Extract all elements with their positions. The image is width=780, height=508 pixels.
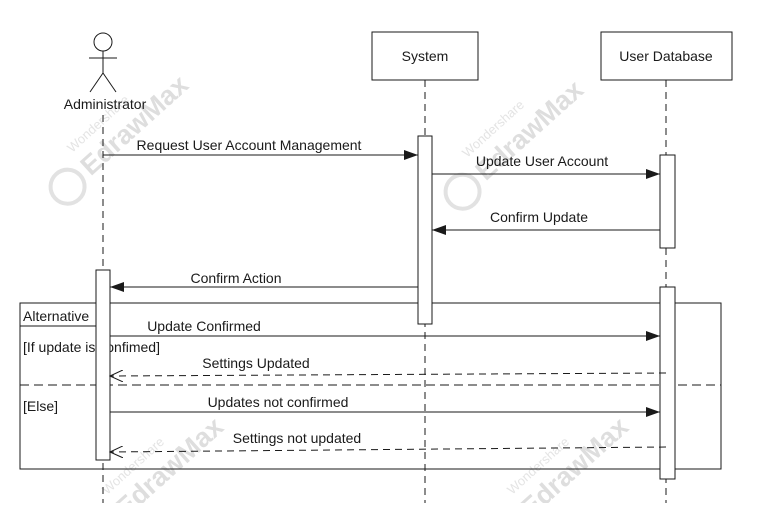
message-updates-not-confirmed: Updates not confirmed	[110, 394, 660, 417]
participant-user-database-label: User Database	[619, 48, 713, 64]
message-settings-updated: Settings Updated	[110, 355, 667, 376]
message-label: Settings Updated	[202, 355, 309, 371]
watermark-3: EdrawMax Wondershare	[99, 411, 229, 508]
message-request-user-account-management: Request User Account Management	[103, 137, 418, 160]
watermark-logo-icon	[443, 172, 482, 211]
activation-system	[417, 135, 433, 325]
message-label: Request User Account Management	[137, 137, 362, 153]
message-confirm-action: Confirm Action	[110, 270, 418, 292]
message-label: Confirm Update	[490, 209, 588, 225]
message-label: Updates not confirmed	[208, 394, 349, 410]
alt-fragment-frame	[19, 302, 722, 470]
watermark-4: EdrawMax Wondershare	[504, 411, 634, 508]
participant-user-database[interactable]: User Database	[600, 31, 733, 81]
alt-fragment-label: Alternative	[23, 308, 89, 324]
message-label: Confirm Action	[190, 270, 281, 286]
activation-user-database-2	[659, 286, 676, 480]
message-settings-not-updated: Settings not updated	[110, 430, 667, 452]
actor-administrator-label: Administrator	[64, 96, 147, 112]
message-update-user-account: Update User Account	[432, 153, 660, 179]
message-update-confirmed: Update Confirmed	[110, 318, 660, 341]
watermark-1: EdrawMax Wondershare	[48, 69, 194, 206]
guard-else: [Else]	[23, 398, 58, 414]
participant-system[interactable]: System	[371, 31, 479, 81]
activation-administrator	[95, 269, 111, 461]
watermark-2: EdrawMax Wondershare	[443, 74, 589, 211]
activation-user-database-1	[659, 154, 676, 249]
message-label: Update User Account	[476, 153, 608, 169]
participant-system-label: System	[402, 48, 449, 64]
watermark-brand: EdrawMax	[110, 411, 229, 503]
watermark-brand: EdrawMax	[515, 411, 634, 503]
watermark-logo-icon	[48, 167, 87, 206]
stick-figure-icon	[89, 32, 117, 93]
message-label: Settings not updated	[233, 430, 361, 446]
guard-if: [If update is confimed]	[23, 339, 160, 355]
actor-administrator[interactable]: Administrator	[64, 32, 147, 112]
message-label: Update Confirmed	[147, 318, 261, 334]
message-confirm-update: Confirm Update	[432, 209, 660, 235]
